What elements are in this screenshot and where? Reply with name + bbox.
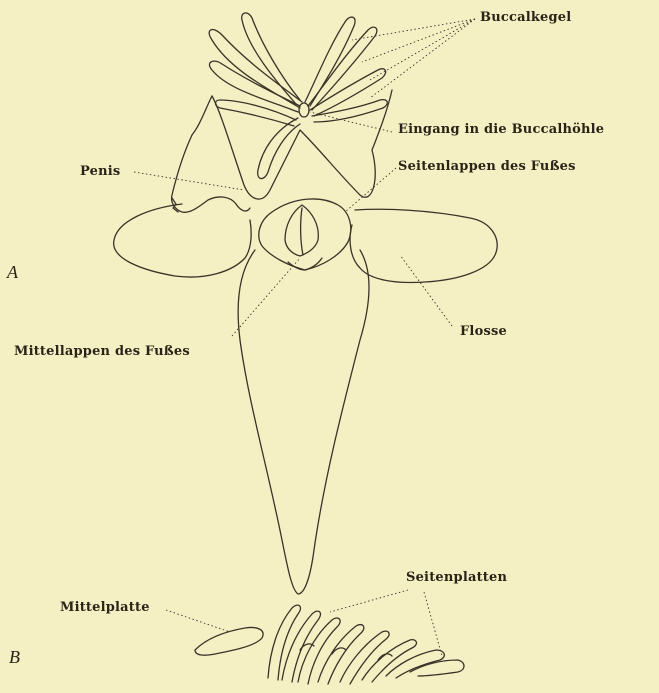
head-left-side [192,96,212,135]
panel-label-a: A [7,262,18,283]
side-lobe-mid [301,208,303,255]
buccal-cone-right-1 [308,27,377,110]
mittelplatte-shape [195,627,263,655]
foot-middle-lobe [238,250,369,594]
panel-label-b: B [9,647,20,668]
foot-side-lobes [259,199,351,270]
seitenplatte-6 [362,640,416,682]
head-region [192,90,392,199]
seitenplatte-7 [386,650,444,678]
buccal-cones [209,13,387,179]
penis-outline [172,135,250,212]
leader-seitenplatten-2 [424,592,442,656]
buccal-cone-right-3 [312,100,387,122]
leader-buccalkegel-4 [370,19,475,98]
leader-mittelplatte [166,610,230,632]
side-lobe-outer [259,199,351,270]
label-mittelplatte: Mittelplatte [60,600,150,615]
middle-lobe-notch [288,258,322,270]
label-seitenlappen: Seitenlappen des Fußes [398,159,576,174]
label-seitenplatten: Seitenplatten [406,570,507,585]
penis-structure [172,135,250,212]
buccal-cone-lower-left [258,118,300,179]
buccal-cone-left-2 [209,61,300,112]
seitenplatte-2 [282,611,320,682]
label-penis: Penis [80,164,120,179]
seitenplatte-inner-1 [300,644,314,650]
buccal-cone-top-right [305,17,355,106]
leader-seitenplatten-1 [330,590,408,612]
fin-right [350,209,497,282]
label-mittellappen: Mittellappen des Fußes [14,344,190,359]
fin-left [114,204,252,277]
leader-flosse [400,255,452,326]
seitenplatte-8 [410,660,464,676]
label-eingang: Eingang in die Buccalhöhle [398,122,604,137]
fins [114,204,498,282]
head-outline [212,90,392,199]
leader-lines [134,19,475,656]
label-buccalkegel: Buccalkegel [480,10,571,25]
label-flosse: Flosse [460,324,507,339]
middle-lobe-outline [238,250,369,594]
leader-penis [134,172,244,190]
buccal-cone-lower-left-2 [216,100,297,126]
leader-buccalkegel-2 [362,19,475,62]
buccal-opening [299,103,309,117]
leader-mittellappen [232,258,300,336]
leader-seitenlappen [345,168,396,212]
radula [195,605,464,684]
